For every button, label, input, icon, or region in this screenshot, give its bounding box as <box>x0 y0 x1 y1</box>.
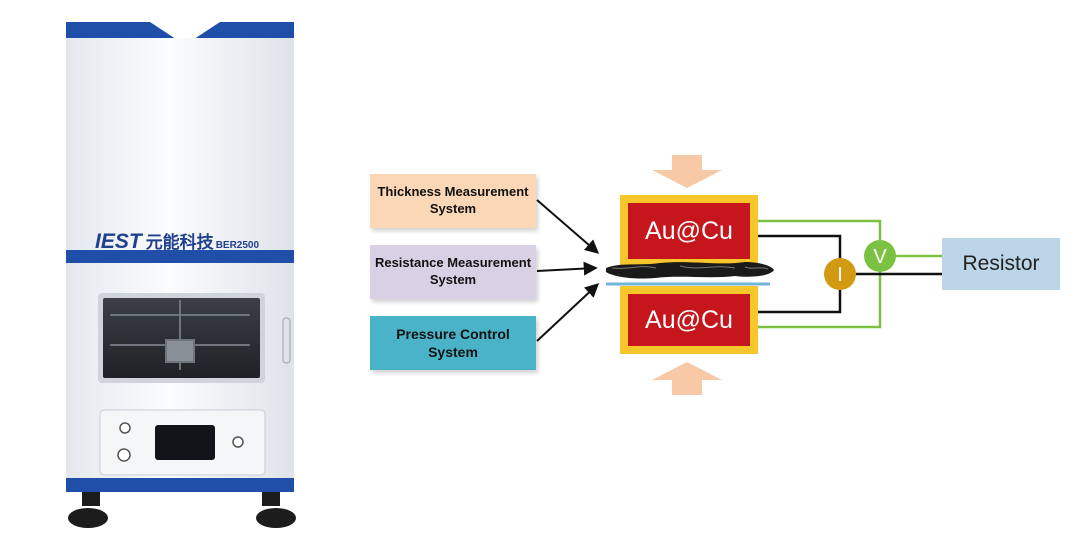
model-number: BER2500 <box>215 240 260 251</box>
instrument-illustration <box>66 22 296 528</box>
pressure-system-line1: Pressure Control <box>396 325 510 342</box>
resistor-box: Resistor <box>942 238 1060 290</box>
thickness-system-line2: System <box>429 201 477 216</box>
resistance-system-line2: System <box>429 272 477 287</box>
thickness-connector-arrow <box>536 199 600 254</box>
control-knob <box>119 422 131 434</box>
bottom-electrode-label: Au@Cu <box>645 305 733 334</box>
resistor-label: Resistor <box>962 252 1040 275</box>
pressure-system-box: Pressure Control System <box>370 316 536 370</box>
bottom-electrode: Au@Cu <box>628 294 750 346</box>
resistance-system-box: Resistance Measurement System <box>370 245 536 299</box>
control-knob <box>117 448 131 462</box>
instrument-base-band <box>66 478 294 492</box>
door-handle <box>282 317 291 364</box>
top-pressure-arrow <box>652 155 722 188</box>
control-knob <box>232 436 244 448</box>
resistance-connector-arrow <box>536 261 598 276</box>
voltage-meter <box>864 240 896 272</box>
brand-chinese-name: 元能科技 <box>145 233 214 252</box>
thickness-system-box: Thickness Measurement System <box>370 174 536 228</box>
voltage-wiring <box>758 219 942 329</box>
display-screen <box>155 425 215 460</box>
sample-layer <box>606 262 774 286</box>
current-symbol: I <box>837 264 843 286</box>
voltage-symbol: V <box>873 246 887 268</box>
current-meter <box>824 258 856 290</box>
pressure-system-line2: System <box>428 344 478 360</box>
instrument-middle-band <box>66 250 294 263</box>
top-electrode-label: Au@Cu <box>645 216 733 245</box>
instrument-feet <box>68 492 296 528</box>
resistance-system-line1: Resistance Measurement <box>374 255 532 271</box>
pressure-connector-arrow <box>536 283 600 342</box>
bottom-pressure-arrow <box>652 362 722 395</box>
current-wiring <box>758 234 942 314</box>
instrument-upper-body <box>66 38 294 250</box>
brand-logo: IEST <box>95 230 142 253</box>
top-electrode: Au@Cu <box>628 203 750 259</box>
thickness-system-line1: Thickness Measurement <box>377 184 529 200</box>
viewing-window <box>103 298 260 378</box>
